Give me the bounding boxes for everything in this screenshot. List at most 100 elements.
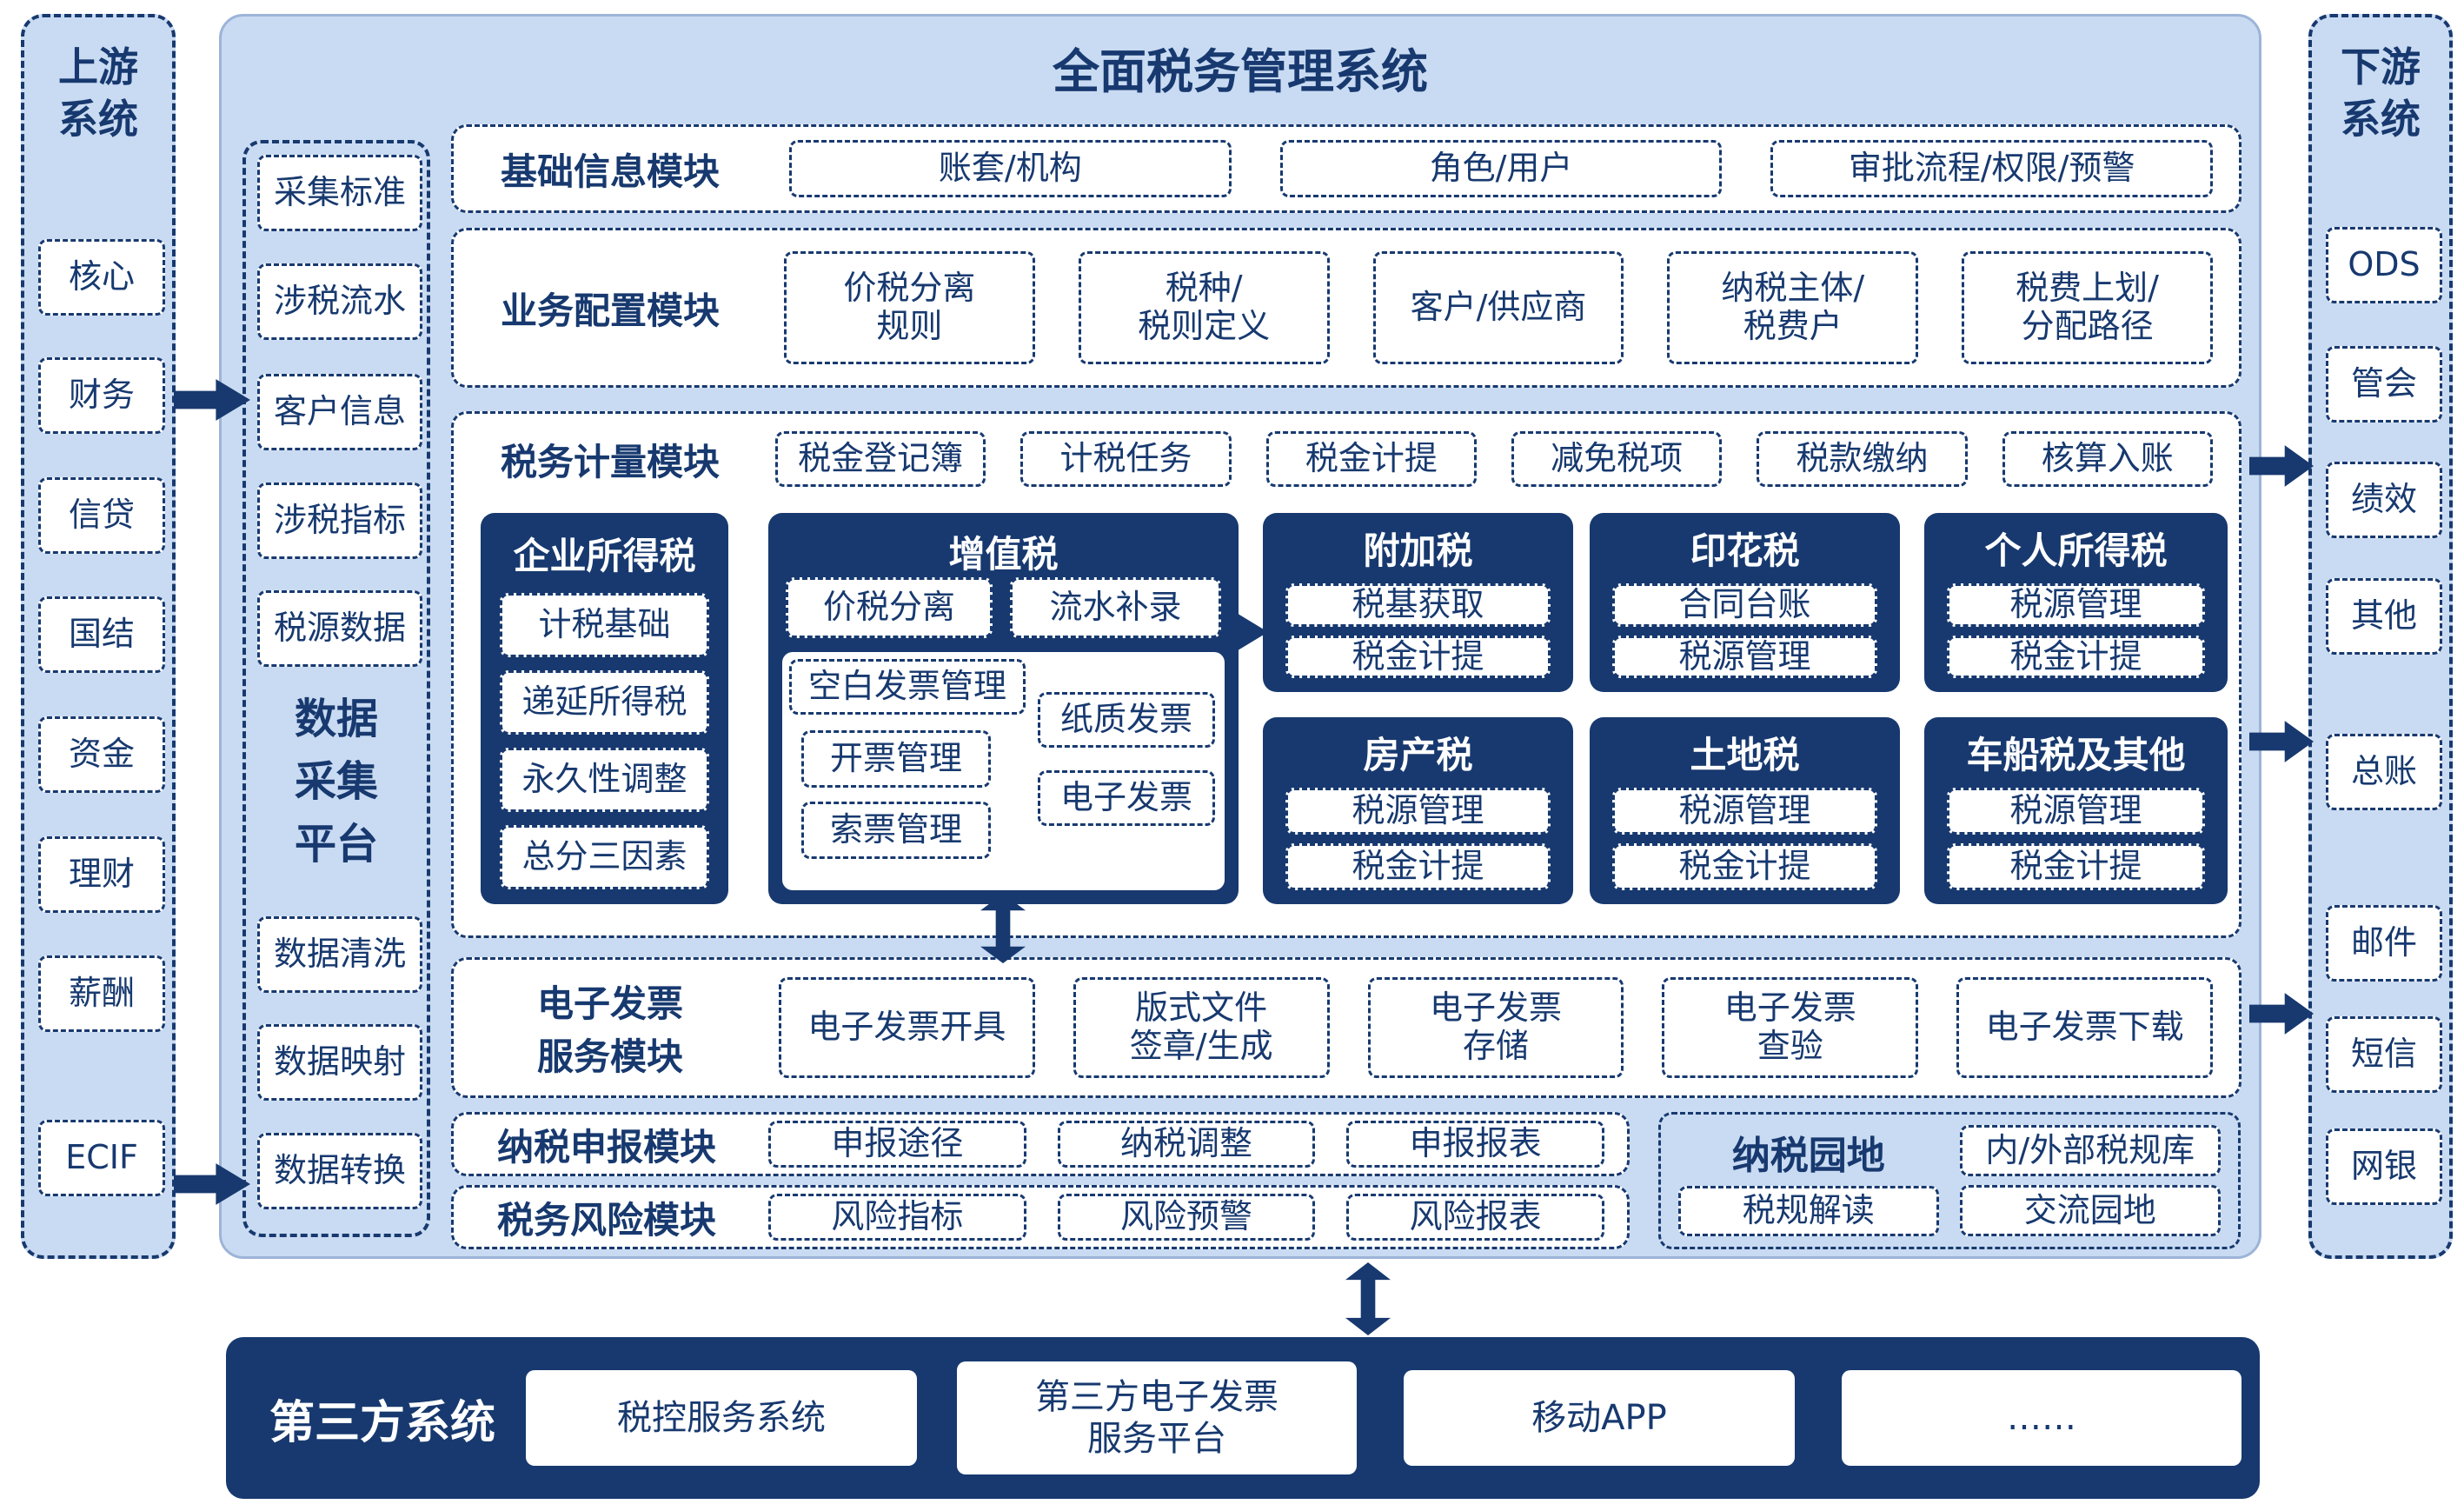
risk-item: 风险预警: [1057, 1194, 1316, 1241]
data-platform-item: 采集标准: [257, 155, 422, 231]
tax-garden-left-col: 纳税园地 税规解读: [1678, 1125, 1939, 1236]
main-title: 全面税务管理系统: [1053, 44, 1428, 99]
tax-garden-item: 内/外部税规库: [1959, 1125, 2221, 1176]
upstream-systems-panel: 上游 系统 核心 财务 信贷 国结 资金 理财 薪酬 ECIF: [21, 14, 176, 1259]
einvoice-item: 电子发票开具: [779, 977, 1035, 1078]
data-platform-item: 数据转换: [257, 1133, 422, 1209]
data-platform-item: 涉税指标: [257, 483, 422, 559]
vat-item: 空白发票管理: [789, 659, 1026, 715]
upstream-item: 财务: [38, 357, 165, 434]
downstream-item: 绩效: [2326, 462, 2442, 538]
data-platform-item: 税源数据: [257, 590, 422, 667]
downstream-item: 邮件: [2326, 905, 2442, 982]
vat-title: 增值税: [948, 533, 1059, 576]
corporate-item: 递延所得税: [500, 670, 709, 735]
third-party-panel: 第三方系统 税控服务系统 第三方电子发票 服务平台 移动APP ……: [226, 1337, 2260, 1499]
upstream-item: ECIF: [38, 1120, 165, 1196]
einvoice-module-row: 电子发票 服务模块 电子发票开具 版式文件 签章/生成 电子发票 存储 电子发票…: [451, 957, 2242, 1098]
einvoice-item: 电子发票下载: [1956, 977, 2213, 1078]
data-platform-item: 客户信息: [257, 374, 422, 450]
property-tax-title: 房产税: [1363, 734, 1473, 776]
vat-item: 电子发票: [1038, 770, 1215, 826]
basic-info-item: 审批流程/权限/预警: [1770, 140, 2214, 197]
vat-item: 纸质发票: [1038, 692, 1215, 748]
tax-measure-item: 税金登记簿: [775, 431, 986, 487]
einvoice-item: 电子发票 查验: [1662, 977, 1919, 1078]
basic-info-item: 角色/用户: [1279, 140, 1723, 197]
upstream-item: 信贷: [38, 477, 165, 554]
vat-item: 开票管理: [801, 730, 991, 788]
downstream-item: 总账: [2326, 734, 2442, 810]
corporate-item: 永久性调整: [500, 748, 709, 812]
declare-module-row: 纳税申报模块 申报途径 纳税调整 申报报表: [451, 1112, 1630, 1176]
downstream-systems-panel: 下游 系统 ODS 管会 绩效 其他 总账 邮件 短信 网银: [2308, 14, 2453, 1259]
land-tax-block: 土地税 税源管理 税金计提: [1590, 717, 1900, 904]
tax-measure-label: 税务计量模块: [500, 440, 720, 483]
third-party-item: 第三方电子发票 服务平台: [957, 1361, 1357, 1474]
upstream-item: 薪酬: [38, 955, 165, 1032]
third-party-item: ……: [1842, 1370, 2242, 1466]
data-collection-platform: 采集标准 涉税流水 客户信息 涉税指标 税源数据 数据 采集 平台 数据清洗 数…: [242, 140, 430, 1237]
personal-income-tax-item: 税源管理: [1947, 583, 2205, 627]
business-config-item: 价税分离 规则: [784, 251, 1035, 364]
vehicle-tax-title: 车船税及其他: [1966, 734, 2186, 776]
corporate-item: 计税基础: [500, 593, 709, 657]
stamp-tax-block: 印花税 合同台账 税源管理: [1590, 513, 1900, 692]
vat-block: 增值税 价税分离 流水补录 空白发票管理 开票管理 索票管理 纸质发票 电子发票: [768, 513, 1239, 904]
declare-label: 纳税申报模块: [496, 1125, 716, 1168]
third-party-item: 税控服务系统: [526, 1370, 917, 1466]
tax-garden-item: 税规解读: [1678, 1186, 1939, 1236]
property-tax-item: 税源管理: [1285, 788, 1551, 835]
stamp-tax-title: 印花税: [1690, 529, 1800, 572]
downstream-item: 短信: [2326, 1016, 2442, 1093]
land-tax-item: 税金计提: [1612, 843, 1877, 890]
business-config-item: 客户/供应商: [1372, 251, 1624, 364]
business-config-module-row: 业务配置模块 价税分离 规则 税种/ 税则定义 客户/供应商 纳税主体/ 税费户…: [451, 228, 2242, 388]
data-platform-item: 数据清洗: [257, 916, 422, 993]
land-tax-title: 土地税: [1690, 734, 1800, 776]
arrow-vertical-icon: [1345, 1262, 1391, 1335]
third-party-item: 移动APP: [1404, 1370, 1795, 1466]
corporate-income-tax-block: 企业所得税 计税基础 递延所得税 永久性调整 总分三因素: [481, 513, 728, 904]
downstream-item: 管会: [2326, 346, 2442, 423]
upstream-item: 理财: [38, 836, 165, 913]
vehicle-tax-block: 车船税及其他 税源管理 税金计提: [1924, 717, 2228, 904]
corporate-item: 总分三因素: [500, 825, 709, 889]
declare-item: 申报途径: [768, 1121, 1026, 1168]
third-party-label: 第三方系统: [269, 1396, 496, 1449]
downstream-item: 其他: [2326, 578, 2442, 655]
vehicle-tax-item: 税源管理: [1947, 788, 2205, 835]
basic-info-item: 账套/机构: [789, 140, 1232, 197]
tax-garden-right-col: 内/外部税规库 交流园地: [1959, 1125, 2221, 1236]
downstream-title: 下游 系统: [2341, 43, 2421, 143]
vehicle-tax-item: 税金计提: [1947, 843, 2205, 890]
business-config-item: 税费上划/ 分配路径: [1962, 251, 2213, 364]
risk-label: 税务风险模块: [496, 1198, 716, 1241]
stamp-tax-item: 合同台账: [1612, 583, 1877, 627]
business-config-item: 纳税主体/ 税费户: [1667, 251, 1919, 364]
tax-measure-item: 减免税项: [1511, 431, 1723, 487]
risk-item: 风险指标: [768, 1194, 1026, 1241]
tax-measure-item: 税金计提: [1265, 431, 1477, 487]
upstream-item: 资金: [38, 716, 165, 793]
einvoice-item: 电子发票 存储: [1367, 977, 1624, 1078]
declare-item: 纳税调整: [1057, 1121, 1316, 1168]
property-tax-item: 税金计提: [1285, 843, 1551, 890]
business-config-label: 业务配置模块: [500, 289, 720, 332]
tax-measure-item: 计税任务: [1020, 431, 1232, 487]
business-config-item: 税种/ 税则定义: [1078, 251, 1330, 364]
personal-income-tax-block: 个人所得税 税源管理 税金计提: [1924, 513, 2228, 692]
upstream-item: 国结: [38, 596, 165, 673]
surtax-block: 附加税 税基获取 税金计提: [1263, 513, 1573, 692]
data-platform-item: 数据映射: [257, 1024, 422, 1101]
einvoice-item: 版式文件 签章/生成: [1073, 977, 1330, 1078]
property-tax-block: 房产税 税源管理 税金计提: [1263, 717, 1573, 904]
tax-garden-block: 纳税园地 税规解读 内/外部税规库 交流园地: [1658, 1112, 2241, 1249]
vat-item: 索票管理: [801, 802, 991, 859]
declare-item: 申报报表: [1346, 1121, 1605, 1168]
risk-module-row: 税务风险模块 风险指标 风险预警 风险报表: [451, 1185, 1630, 1249]
personal-income-tax-item: 税金计提: [1947, 635, 2205, 679]
downstream-item: ODS: [2326, 227, 2442, 303]
vat-invoice-group: 空白发票管理 开票管理 索票管理 纸质发票 电子发票: [782, 652, 1225, 890]
